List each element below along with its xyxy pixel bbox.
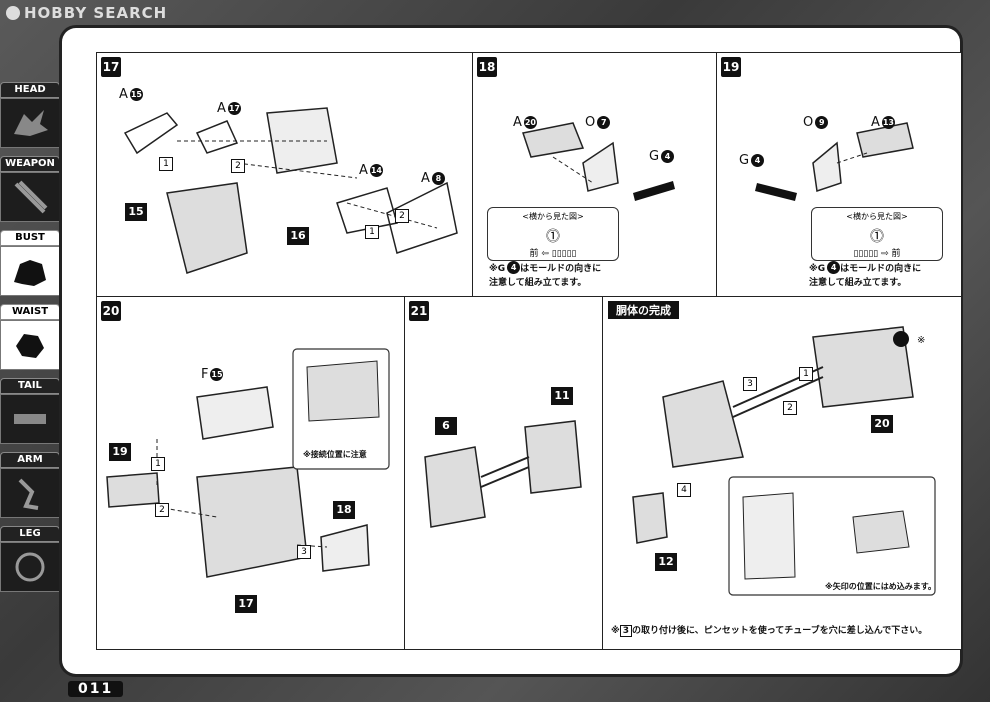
front-direction: ▯▯▯▯▯ ⇨ 前 [853,249,901,259]
order-2: 2 [231,159,245,173]
tab-weapon[interactable]: WEAPON [0,156,60,222]
step-number: 21 [409,301,429,321]
order-4: 4 [677,483,691,497]
caution-icon: ⓵ [870,229,884,245]
subassembly-20: 20 [871,415,893,433]
order-3: 3 [743,377,757,391]
tab-label: LEG [0,526,60,542]
step-number: 17 [101,57,121,77]
subassembly-15: 15 [125,203,147,221]
tube-note-mark: ※ [917,335,926,346]
tab-label: ARM [0,452,60,468]
step-18-illustration [522,122,675,201]
step-20-illustration [106,348,390,578]
tab-label: TAIL [0,378,60,394]
inset-note: ※矢印の位置にはめ込みます。 [825,582,936,591]
tab-leg[interactable]: LEG [0,526,60,592]
tab-label: WAIST [0,304,60,320]
subassembly-12: 12 [655,553,677,571]
weapon-part-icon [0,172,60,222]
step-number: 18 [477,57,497,77]
order-2: 2 [783,401,797,415]
tail-part-icon [0,394,60,444]
order-2: 2 [395,209,409,223]
tab-bust[interactable]: BUST [0,230,60,296]
step-19-illustration [755,122,914,201]
order-1: 1 [799,367,813,381]
order-2: 2 [155,503,169,517]
subassembly-18: 18 [333,501,355,519]
mold-note-line2: 注意して組み立てます。 [489,278,587,288]
tab-label: WEAPON [0,156,60,172]
step-21-illustration [424,420,582,528]
tab-arm[interactable]: ARM [0,452,60,518]
connection-note: ※接続位置に注意 [303,450,367,459]
watermark: HOBBY SEARCH [6,4,167,22]
bust-part-icon [0,246,60,296]
leg-part-icon [0,542,60,592]
order-1: 1 [151,457,165,471]
note-title: <横から見た図> [846,212,908,221]
arm-part-icon [0,468,60,518]
side-tab-bar: HEAD WEAPON BUST WAIST TAIL ARM LEG [0,82,66,600]
front-direction: 前 ⇦ ▯▯▯▯▯ [529,249,577,259]
subassembly-19: 19 [109,443,131,461]
logo-icon [6,6,20,20]
note-title: <横から見た図> [522,212,584,221]
tab-waist[interactable]: WAIST [0,304,60,370]
page-number: 011 [68,681,124,697]
step-17-illustration [123,107,458,274]
step-number: 19 [721,57,741,77]
waist-part-icon [0,320,60,370]
side-view-note: <横から見た図> ⓵ ▯▯▯▯▯ ⇨ 前 [811,207,943,261]
subassembly-16: 16 [287,227,309,245]
order-3: 3 [297,545,311,559]
order-1: 1 [365,225,379,239]
tab-label: BUST [0,230,60,246]
step-21-panel: 21 6 11 [404,296,604,650]
subassembly-11: 11 [551,387,573,405]
order-1: 1 [159,157,173,171]
side-view-note: <横から見た図> ⓵ 前 ⇦ ▯▯▯▯▯ [487,207,619,261]
tab-label: HEAD [0,82,60,98]
head-part-icon [0,98,60,148]
tab-head[interactable]: HEAD [0,82,60,148]
subassembly-6: 6 [435,417,457,435]
subassembly-17: 17 [235,595,257,613]
caution-icon: ⓵ [546,229,560,245]
body-complete-title: 胴体の完成 [608,301,679,319]
body-complete-illustration [632,326,936,596]
tab-tail[interactable]: TAIL [0,378,60,444]
step-number: 20 [101,301,121,321]
mold-note-line2: 注意して組み立てます。 [809,278,907,288]
